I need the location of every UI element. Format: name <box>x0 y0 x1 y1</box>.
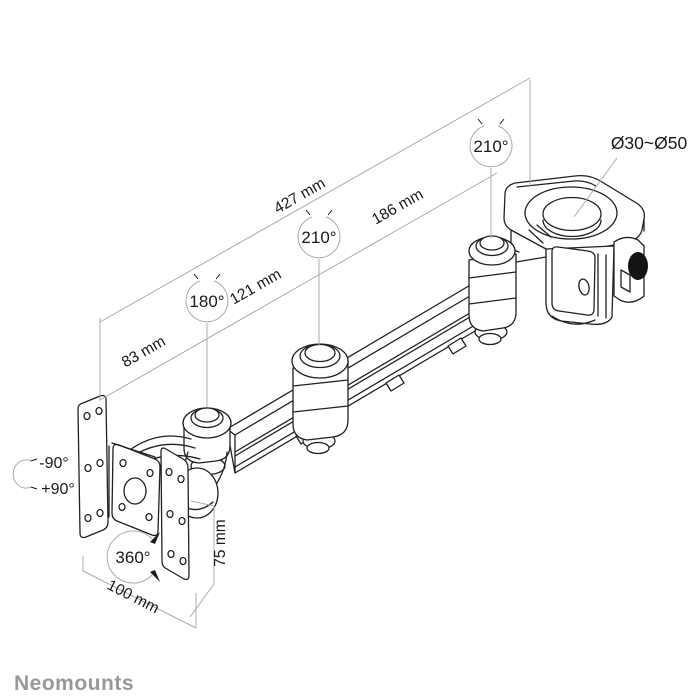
dim-line-chain <box>99 172 498 401</box>
dim-121-label: 121 mm <box>227 266 284 309</box>
dimension-annotations: 427 mm 186 mm 121 mm 83 mm 100 mm 75 mm … <box>12 77 688 629</box>
dim-427-label: 427 mm <box>271 175 328 218</box>
angle-mid-label: 210° <box>301 228 336 247</box>
vesa-adapter-plate <box>108 442 161 537</box>
leader-pole-diameter <box>573 157 618 218</box>
pole-diameter-label: Ø30~Ø50 <box>611 133 688 153</box>
dim-75-label: 75 mm <box>212 519 229 566</box>
vesa-plate-right <box>160 447 190 581</box>
tilt-down-label: +90° <box>41 481 75 498</box>
vesa-plate-left <box>77 394 109 539</box>
angle-pole-label: 210° <box>473 137 508 156</box>
brand-logo: Neomounts <box>14 672 134 695</box>
dim-line-427 <box>99 77 531 323</box>
monitor-arm-drawing <box>77 174 648 581</box>
rotation-arc-vesa <box>106 530 160 584</box>
joint-first <box>182 407 232 484</box>
tilt-arc <box>12 458 38 490</box>
tightening-knob <box>628 252 648 280</box>
joint-third <box>468 235 517 346</box>
angle-vesa-rotation-label: 360° <box>115 548 150 567</box>
rotation-arc-arm <box>185 273 229 323</box>
screw-hole <box>578 278 590 296</box>
cable-clip <box>385 374 405 392</box>
cable-clip <box>447 337 467 355</box>
angle-arm-label: 180° <box>189 292 224 311</box>
pole-hole <box>542 196 602 232</box>
dim-line-100 <box>82 556 197 629</box>
dim-186-label: 186 mm <box>369 186 426 229</box>
pole-clamp <box>503 174 648 325</box>
tilt-up-label: -90° <box>39 455 69 472</box>
extension-lines <box>99 80 531 407</box>
rotation-arc-pole <box>469 118 513 168</box>
center-hole <box>123 477 147 505</box>
dim-line-75 <box>189 500 215 618</box>
joint-second <box>291 343 349 455</box>
rotation-arc-mid <box>297 209 341 259</box>
